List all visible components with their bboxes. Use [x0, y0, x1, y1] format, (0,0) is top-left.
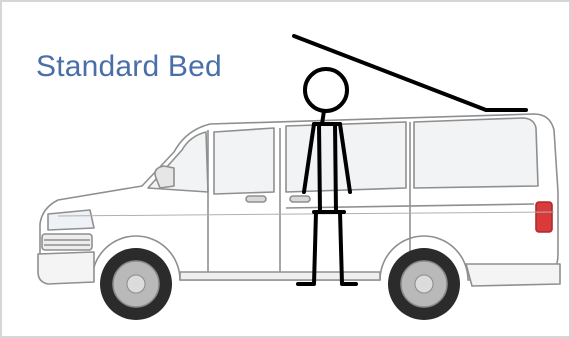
- van-rear-bumper: [466, 264, 560, 286]
- van-sill: [180, 272, 380, 280]
- van-mirror: [155, 166, 174, 188]
- stick-figure-head: [305, 69, 347, 111]
- van-front-bumper: [38, 252, 94, 284]
- van-door-handle-front: [246, 196, 266, 202]
- van-rear-wheel: [388, 248, 460, 320]
- stick-figure-torso: [319, 124, 320, 212]
- van-headlight: [48, 210, 94, 230]
- van-cab-window: [214, 128, 274, 194]
- van-side-window-2: [414, 118, 538, 188]
- van-windscreen: [148, 132, 208, 192]
- van-tail-light: [536, 202, 552, 232]
- van-grille: [42, 234, 92, 250]
- van-door-handle-slide: [290, 196, 310, 202]
- van-front-wheel: [100, 248, 172, 320]
